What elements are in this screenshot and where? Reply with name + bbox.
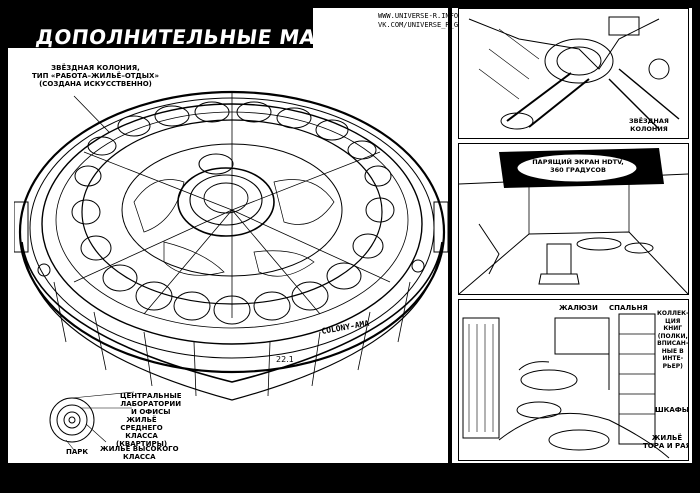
panel-colony-drawing	[468, 16, 680, 130]
housing-1: ЖИЛЬЁ	[651, 434, 683, 442]
legend-middle-4: (КВАРТИРЫ)	[116, 440, 168, 448]
label-bedroom: СПАЛЬНЯ	[609, 304, 648, 312]
label-blinds: ЖАЛЮЗИ	[559, 304, 598, 312]
legend-labs: ЦЕНТРАЛЬНЫЕ ЛАБОРАТОРИИ И ОФИСЫ	[120, 392, 182, 416]
hdtv-bubble-1: ПАРЯЩИЙ ЭКРАН HDTV,	[532, 158, 624, 166]
credit-group: VK.COM/UNIVERSE_R_GROUP	[378, 21, 475, 29]
label-housing: ЖИЛЬЁ ТОРА И РАЯ	[643, 434, 689, 450]
panel-hdtv-room: ПАРЯЩИЙ ЭКРАН HDTV, 360 ГРАДУСОВ	[458, 143, 689, 295]
hdtv-bubble-2: 360 ГРАДУСОВ	[550, 166, 606, 174]
shelves-5: ВПИСАН-	[657, 340, 689, 347]
legend-middle-3: КЛАССА	[125, 432, 158, 440]
legend-middle-2: СРЕДНЕГО	[120, 424, 163, 432]
caption-line-2: ТИП «РАБОТА–ЖИЛЬЁ–ОТДЫХ»	[32, 72, 159, 80]
legend-labs-2: ЛАБОРАТОРИИ	[120, 400, 182, 408]
caption-note: (СОЗДАНА ИСКУССТВЕННО)	[39, 80, 152, 88]
panel-colony: ЗВЁЗДНАЯ КОЛОНИЯ	[458, 8, 689, 139]
shelves-4: (ПОЛКИ,	[657, 332, 688, 340]
label-cabinets: ШКАФЫ	[655, 406, 689, 414]
caption-line-1: ЗВЁЗДНАЯ КОЛОНИЯ,	[51, 64, 140, 72]
hull-label: COLONY-AMA	[321, 319, 370, 336]
shelves-8: РЬЕР)	[662, 362, 683, 370]
shelves-1: КОЛЛЕК-	[657, 310, 689, 317]
panel-hdtv-drawing	[459, 148, 688, 294]
colony-drawing: COLONY-AMA 22.1	[14, 90, 448, 451]
shelves-7: ИНТЕ-	[662, 355, 684, 362]
panel-colony-label-2: КОЛОНИЯ	[630, 125, 668, 133]
housing-2: ТОРА И РАЯ	[643, 442, 689, 450]
colony-caption: ЗВЁЗДНАЯ КОЛОНИЯ, ТИП «РАБОТА–ЖИЛЬЁ–ОТДЫ…	[32, 64, 159, 88]
legend-high-2: КЛАССА	[122, 453, 156, 461]
legend-park: ПАРК	[66, 448, 89, 456]
shelves-2: ЦИЯ	[665, 317, 681, 325]
shelves-3: КНИГ	[663, 325, 683, 332]
panel-apartment: ЖАЛЮЗИ СПАЛЬНЯ КОЛЛЕК- ЦИЯ КНИГ (ПОЛКИ, …	[458, 299, 689, 461]
hdtv-bubble: ПАРЯЩИЙ ЭКРАН HDTV, 360 ГРАДУСОВ	[519, 158, 637, 174]
hull-number: 22.1	[276, 355, 294, 364]
legend-high: ЖИЛЬЁ ВЫСОКОГО КЛАССА	[100, 445, 179, 461]
credits: WWW.UNIVERSE-R.INFO VK.COM/UNIVERSE_R_GR…	[378, 12, 475, 30]
panel-colony-label-1: ЗВЁЗДНАЯ	[629, 117, 669, 125]
page-title: ДОПОЛНИТЕЛЬНЫЕ МАТЕРИАЛЫ	[34, 25, 433, 49]
legend-labs-3: И ОФИСЫ	[131, 408, 171, 416]
legend-middle: ЖИЛЬЁ СРЕДНЕГО КЛАССА (КВАРТИРЫ)	[116, 416, 167, 448]
panel-apartment-drawing	[462, 313, 670, 459]
panel-colony-label: ЗВЁЗДНАЯ КОЛОНИЯ	[629, 117, 669, 133]
label-book-collection: КОЛЛЕК- ЦИЯ КНИГ (ПОЛКИ, ВПИСАН- НЫЕ В И…	[657, 310, 688, 370]
title-band	[8, 8, 313, 48]
legend-labs-1: ЦЕНТРАЛЬНЫЕ	[120, 392, 182, 400]
legend-middle-1: ЖИЛЬЁ	[126, 416, 157, 424]
legend-high-1: ЖИЛЬЁ ВЫСОКОГО	[100, 445, 179, 453]
shelves-6: НЫЕ В	[661, 347, 684, 355]
credit-site: WWW.UNIVERSE-R.INFO	[378, 12, 459, 20]
